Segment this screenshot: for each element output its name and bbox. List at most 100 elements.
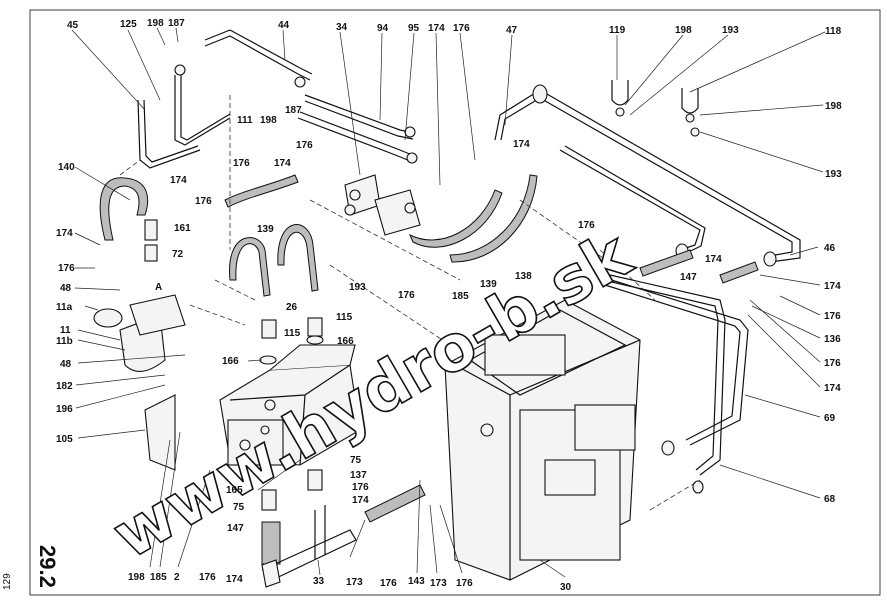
- label-137: 137: [350, 470, 367, 481]
- label-47: 47: [506, 25, 518, 36]
- label-45: 45: [67, 20, 79, 31]
- label-174: 174: [170, 175, 187, 186]
- label-173: 173: [346, 577, 363, 588]
- label-187: 187: [285, 105, 302, 116]
- label-173: 173: [430, 578, 447, 589]
- label-198: 198: [675, 25, 692, 36]
- label-196: 196: [56, 404, 73, 415]
- label-33: 33: [313, 576, 325, 587]
- label-115: 115: [284, 328, 301, 339]
- part-labels: 45 125 198 187 44 34 94 95 174 176 47 11…: [56, 18, 842, 593]
- label-46: 46: [824, 243, 836, 254]
- label-136: 136: [824, 334, 841, 345]
- label-193: 193: [722, 25, 739, 36]
- label-176: 176: [398, 290, 415, 301]
- label-95: 95: [408, 23, 420, 34]
- label-198: 198: [128, 572, 145, 583]
- label-174: 174: [513, 139, 530, 150]
- label-94: 94: [377, 23, 389, 34]
- fittings: [144, 64, 418, 511]
- label-11: 11: [60, 325, 71, 336]
- hose-143: [364, 484, 426, 523]
- lower-pipes: [261, 274, 749, 588]
- label-174: 174: [352, 495, 369, 506]
- label-176: 176: [58, 263, 75, 274]
- label-193: 193: [825, 169, 842, 180]
- control-cabinet-30: [444, 299, 641, 581]
- label-185: 185: [150, 572, 167, 583]
- page-label: 29.2: [35, 545, 60, 588]
- label-176: 176: [456, 578, 473, 589]
- label-111: 111: [237, 115, 253, 126]
- label-182: 182: [56, 381, 73, 392]
- label-48: 48: [60, 283, 72, 294]
- label-174: 174: [428, 23, 445, 34]
- label-48: 48: [60, 359, 72, 370]
- label-198: 198: [260, 115, 277, 126]
- hose-147-lower: [261, 521, 281, 565]
- hose-26: [229, 224, 319, 297]
- label-176: 176: [296, 140, 313, 151]
- hose-174-right: [719, 261, 759, 284]
- label-44: 44: [278, 20, 290, 31]
- label-11a: 11a: [56, 302, 73, 313]
- label-2: 2: [174, 572, 180, 583]
- top-pipe-assembly: [137, 29, 801, 267]
- label-139: 139: [257, 224, 274, 235]
- label-176: 176: [195, 196, 212, 207]
- label-174: 174: [824, 383, 841, 394]
- label-69: 69: [824, 413, 836, 424]
- label-176: 176: [453, 23, 470, 34]
- label-198: 198: [147, 18, 164, 29]
- hydraulic-pump: [219, 344, 361, 466]
- valve-block-34: [344, 174, 421, 236]
- label-165: 165: [226, 485, 243, 496]
- hose-140: [99, 177, 148, 241]
- label-176: 176: [824, 311, 841, 322]
- label-161: 161: [174, 223, 191, 234]
- label-105: 105: [56, 434, 73, 445]
- filter-11: [93, 294, 186, 372]
- page-frame: [29, 9, 881, 596]
- label-176: 176: [199, 572, 216, 583]
- label-176: 176: [380, 578, 397, 589]
- label-176: 176: [824, 358, 841, 369]
- leader-lines: [71, 27, 826, 578]
- label-166: 166: [222, 356, 239, 367]
- label-176: 176: [578, 220, 595, 231]
- label-75: 75: [350, 455, 362, 466]
- label-174: 174: [56, 228, 73, 239]
- label-143: 143: [408, 576, 425, 587]
- label-A: A: [155, 282, 162, 293]
- label-34: 34: [336, 22, 348, 33]
- label-187: 187: [168, 18, 185, 29]
- label-147: 147: [680, 272, 697, 283]
- label-174: 174: [226, 574, 243, 585]
- label-139: 139: [480, 279, 497, 290]
- label-185: 185: [452, 291, 469, 302]
- label-198: 198: [825, 101, 842, 112]
- label-174: 174: [705, 254, 722, 265]
- bracket-105: [144, 394, 176, 471]
- label-138: 138: [515, 271, 532, 282]
- label-166: 166: [337, 336, 354, 347]
- hose-147-upper: [639, 249, 694, 277]
- label-11b: 11b: [56, 336, 73, 347]
- label-119: 119: [609, 25, 626, 36]
- label-30: 30: [560, 582, 572, 593]
- assembly-lines: [119, 95, 701, 511]
- label-118: 118: [825, 26, 842, 37]
- label-176: 176: [233, 158, 250, 169]
- label-72: 72: [172, 249, 184, 260]
- label-115: 115: [336, 312, 353, 323]
- label-68: 68: [824, 494, 836, 505]
- page-number: 129: [2, 573, 13, 590]
- label-26: 26: [286, 302, 298, 313]
- label-125: 125: [120, 19, 137, 30]
- hose-139-right: [409, 174, 538, 263]
- label-174: 174: [824, 281, 841, 292]
- label-147: 147: [227, 523, 244, 534]
- label-176: 176: [352, 482, 369, 493]
- hose-139-left: [224, 174, 299, 208]
